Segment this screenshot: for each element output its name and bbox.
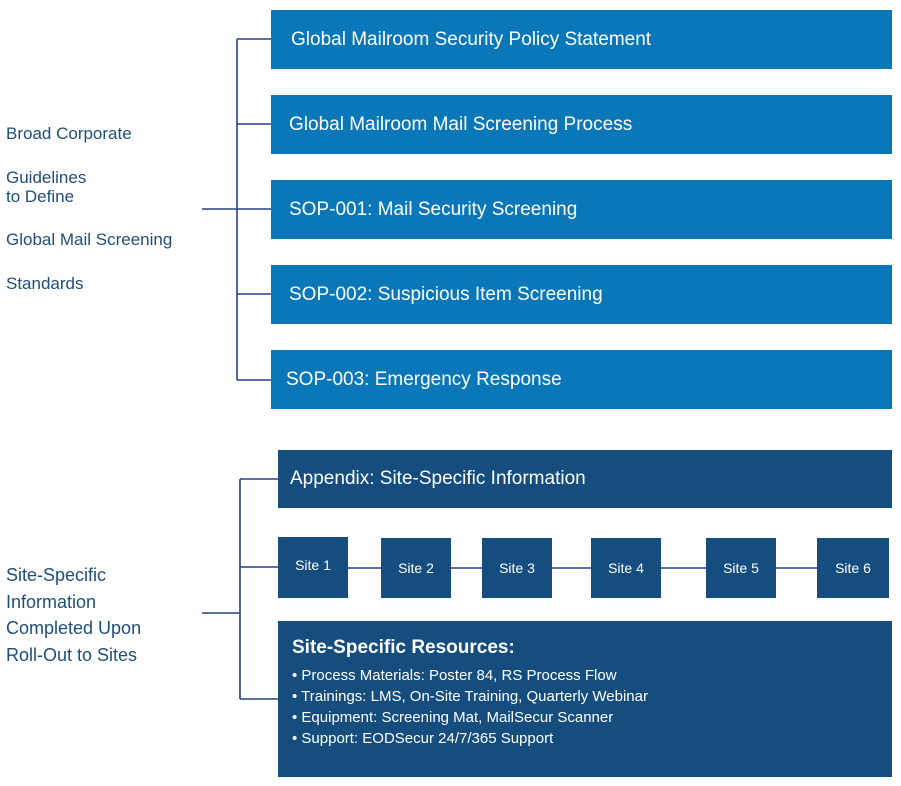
bottom-group-label-line-4: Roll-Out to Sites <box>6 645 138 665</box>
bottom-group-label-line-2: Information <box>6 592 97 612</box>
site-1-box: Site 1 <box>278 537 348 598</box>
bottom-group-label-line-1: Site-Specific <box>6 565 107 585</box>
resources-title: Site-Specific Resources: <box>292 637 515 658</box>
sop-002-box: SOP-002: Suspicious Item Screening <box>271 265 892 324</box>
sop-003-text: SOP-003: Emergency Response <box>286 368 562 390</box>
site-2-box: Site 2 <box>381 538 451 598</box>
sop-003-box: SOP-003: Emergency Response <box>271 350 892 409</box>
top-group-label-line-5: Standards <box>6 274 84 293</box>
appendix-text: Appendix: Site-Specific Information <box>290 468 586 489</box>
policy-statement-box: Global Mailroom Security Policy Statemen… <box>271 10 892 69</box>
top-group-label-line-1: Broad Corporate <box>6 124 132 143</box>
bottom-group-label-line-3: Completed Upon <box>6 618 142 638</box>
resource-item-support: • Support: EODSecur 24/7/365 Support <box>292 730 554 747</box>
site-2-label: Site 2 <box>398 560 434 576</box>
policy-statement-text: Global Mailroom Security Policy Statemen… <box>291 28 652 50</box>
site-6-box: Site 6 <box>817 538 889 598</box>
sop-001-box: SOP-001: Mail Security Screening <box>271 180 892 239</box>
site-4-box: Site 4 <box>591 538 661 598</box>
site-3-box: Site 3 <box>482 538 552 598</box>
resources-box: Site-Specific Resources: • Process Mater… <box>278 621 892 777</box>
site-5-box: Site 5 <box>706 538 776 598</box>
resource-item-equipment: • Equipment: Screening Mat, MailSecur Sc… <box>292 709 614 726</box>
site-1-label: Site 1 <box>295 556 331 573</box>
site-4-label: Site 4 <box>608 560 644 576</box>
top-group-label-line-4: Global Mail Screening <box>6 230 173 249</box>
sop-002-text: SOP-002: Suspicious Item Screening <box>289 283 603 305</box>
resource-item-trainings: • Trainings: LMS, On-Site Training, Quar… <box>292 688 648 705</box>
sop-001-text: SOP-001: Mail Security Screening <box>289 198 578 220</box>
mail-screening-process-box: Global Mailroom Mail Screening Process <box>271 95 892 154</box>
top-group-label-line-2: Guidelines <box>6 168 87 187</box>
top-group-label-line-3: to Define <box>6 187 75 206</box>
mail-screening-process-text: Global Mailroom Mail Screening Process <box>289 113 633 135</box>
site-6-label: Site 6 <box>835 560 871 576</box>
appendix-box: Appendix: Site-Specific Information <box>278 450 892 508</box>
site-5-label: Site 5 <box>723 560 759 576</box>
site-3-label: Site 3 <box>499 560 535 576</box>
resource-item-process-materials: • Process Materials: Poster 84, RS Proce… <box>292 667 617 684</box>
